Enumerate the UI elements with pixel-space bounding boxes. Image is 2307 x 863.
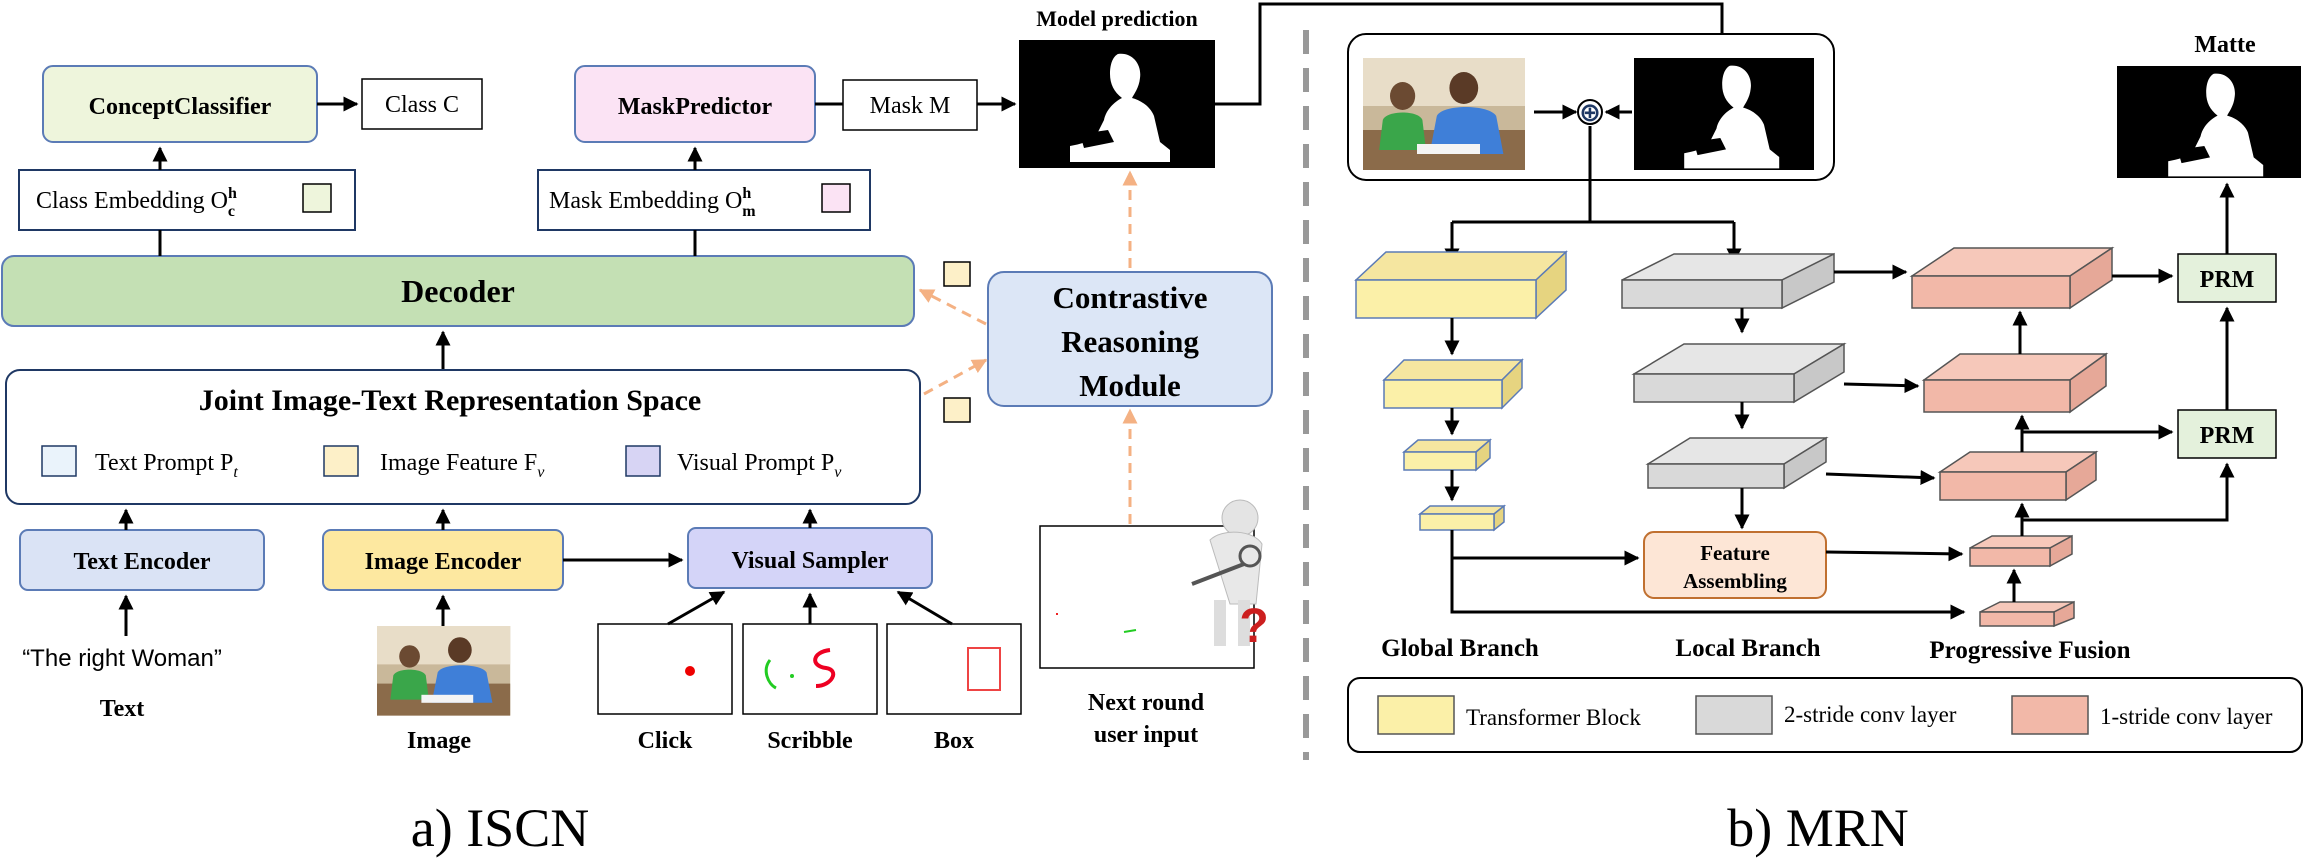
crm-to-decoder-dash [918, 288, 987, 326]
contrastive-line1: Contrastive [1053, 280, 1208, 315]
fusion-block-5 [1979, 600, 2075, 628]
mask-embedding-box [537, 169, 871, 231]
click-to-sampler-arrow [667, 590, 726, 626]
text-input: “The right Woman” [22, 645, 222, 672]
mask-output-label: Mask M [870, 93, 951, 119]
concept-classifier-label: ConceptClassifier [89, 94, 272, 120]
local2-to-fusion2-arrow [1843, 378, 1920, 394]
fusion-block-2 [1921, 352, 2109, 414]
matte-label: Matte [2194, 32, 2256, 58]
mrn-panel-caption: b) MRN [1727, 798, 1909, 858]
prm-top-box [2177, 253, 2277, 303]
joint-to-crm-dash [923, 358, 988, 396]
fusion-block-4 [1969, 534, 2073, 568]
global-block-4 [1417, 504, 1507, 532]
legend-swatch-1stride [2011, 695, 2089, 735]
concat-operator-icon: ⊕ [1579, 97, 1601, 127]
click-caption: Click [638, 728, 693, 754]
image-encoder-label: Image Encoder [365, 549, 522, 575]
joint-space-title: Joint Image-Text Representation Space [199, 384, 701, 417]
text-prompt-label: Text Prompt Pt [95, 450, 238, 481]
local-branch-label: Local Branch [1675, 635, 1820, 662]
class-output-label: Class C [385, 92, 459, 118]
fusion4-to-prm-arrow [2022, 462, 2235, 522]
joint-space-box [5, 369, 921, 505]
class-embedding-box [18, 169, 356, 231]
scribble-input-box [742, 623, 878, 715]
text-encoder-label: Text Encoder [73, 549, 210, 575]
local3-to-fusion3-arrow [1825, 470, 1936, 485]
class-embedding-square [302, 183, 332, 213]
next-round-line1: Next round [1088, 690, 1205, 716]
text-encoder-box [19, 529, 265, 591]
legend-swatch-transformer [1377, 695, 1455, 735]
local-block-2 [1631, 342, 1847, 404]
fusion-block-3 [1937, 450, 2099, 502]
prediction-to-mrn-arrow [1215, 2, 1730, 106]
local-block-1 [1621, 252, 1835, 310]
green-dot [790, 674, 794, 678]
scribble-caption: Scribble [767, 728, 853, 754]
decoder-box [1, 255, 915, 327]
legend-label-2stride: 2-stride conv layer [1784, 702, 1957, 727]
prm-bottom-box [2177, 409, 2277, 459]
legend-label-1stride: 1-stride conv layer [2100, 704, 2273, 729]
mask-predictor-label: MaskPredictor [618, 94, 773, 120]
image-feature-square [323, 445, 359, 477]
red-scribble [813, 648, 836, 688]
progressive-fusion-label: Progressive Fusion [1929, 637, 2130, 664]
box-caption: Box [934, 728, 974, 754]
visual-prompt-label: Visual Prompt Pv [677, 450, 842, 481]
mask-output-box [842, 79, 978, 131]
click-dot [685, 666, 695, 676]
mrn-input-photo [1363, 58, 1525, 170]
global-block-3 [1401, 438, 1493, 472]
green-scribble [764, 659, 777, 690]
prm-bottom-label: PRM [2200, 423, 2255, 449]
decoder-token-square [943, 261, 971, 287]
image-feature-label: Image Feature Fv [380, 450, 545, 481]
input-image-thumbnail [377, 626, 511, 716]
mask-embedding-square [821, 183, 851, 213]
global-block-2 [1382, 358, 1524, 410]
box-input-box [886, 623, 1022, 715]
image-caption: Image [407, 728, 471, 754]
visual-sampler-label: Visual Sampler [731, 548, 888, 574]
global-to-assembling-arrow [1450, 530, 1640, 566]
feature-assembling-line2: Assembling [1683, 569, 1787, 593]
question-mark-icon: ? [1239, 600, 1268, 653]
text-caption: Text [100, 696, 144, 722]
local-block-3 [1645, 436, 1829, 490]
joint-token-square [943, 397, 971, 423]
prm-top-label: PRM [2200, 267, 2255, 293]
fusion-block-1 [1909, 246, 2115, 310]
box-to-sampler-arrow [896, 590, 953, 626]
red-box-prompt [967, 647, 1001, 691]
feature-assembling-line1: Feature [1700, 541, 1770, 565]
legend-label-transformer: Transformer Block [1466, 705, 1641, 730]
contrastive-line2: Reasoning [1061, 324, 1199, 359]
model-prediction-label: Model prediction [1036, 6, 1198, 31]
visual-prompt-square [625, 445, 661, 477]
feature-assembling-box [1643, 531, 1827, 599]
thinking-figure-icon [1191, 499, 1263, 646]
concat-circle [1577, 99, 1603, 125]
class-output-box [361, 78, 483, 130]
global-branch-label: Global Branch [1381, 635, 1539, 662]
decoder-label: Decoder [401, 273, 515, 309]
global-block-1 [1354, 250, 1568, 320]
legend-swatch-2stride [1695, 695, 1773, 735]
contrastive-module-box [987, 271, 1273, 407]
contrastive-line3: Module [1079, 368, 1181, 403]
text-prompt-square [41, 445, 77, 477]
assembling-to-fusion-arrow [1825, 546, 1964, 562]
next-round-line2: user input [1094, 722, 1198, 748]
global-to-fusion-arrow [1450, 558, 1966, 620]
click-input-box [597, 623, 733, 715]
next-round-green-mark [1123, 629, 1137, 633]
iscn-panel-caption: a) ISCN [411, 798, 589, 858]
